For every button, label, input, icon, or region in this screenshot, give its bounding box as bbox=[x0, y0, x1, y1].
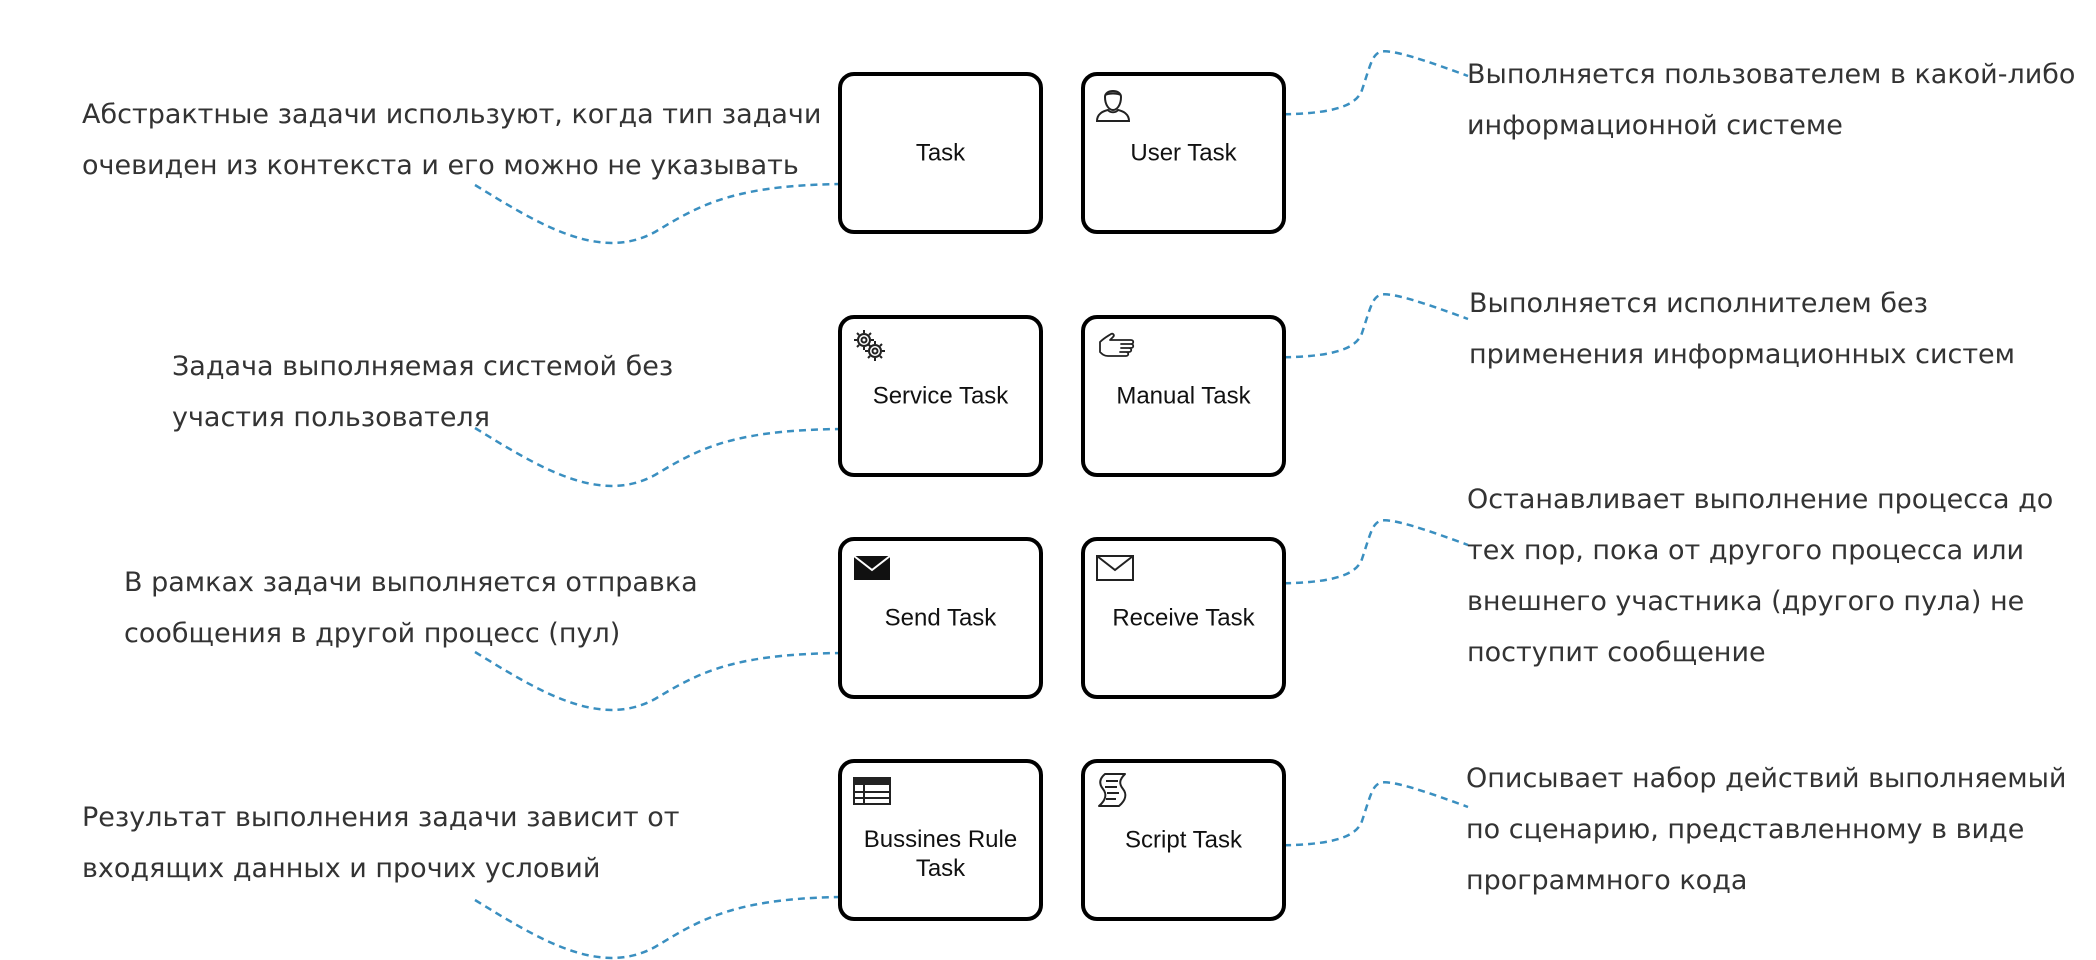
annotation-service-task-line-1: Задача выполняемая системой без bbox=[172, 351, 674, 382]
annotation-manual-task-line-1: Выполняется исполнителем без bbox=[1469, 288, 1928, 319]
user-task-label: User Task bbox=[1085, 139, 1282, 168]
task-label: Task bbox=[842, 139, 1039, 168]
user-icon bbox=[1095, 90, 1131, 122]
business-rule-task-label: Bussines Rule Task bbox=[842, 825, 1039, 883]
connector-service-task bbox=[474, 426, 860, 488]
annotation-user-task: Выполняется пользователем в какой-либо и… bbox=[1467, 49, 2075, 151]
service-task-box: Service Task bbox=[838, 315, 1043, 477]
annotation-task: Абстрактные задачи используют, когда тип… bbox=[82, 89, 821, 191]
gears-icon bbox=[854, 330, 885, 361]
annotation-send-task-line-1: В рамках задачи выполняется отправка bbox=[124, 567, 698, 598]
script-task-label: Script Task bbox=[1085, 826, 1282, 855]
connector-send-task bbox=[474, 650, 860, 712]
annotation-script-task-line-2: по сценарию, представленному в виде bbox=[1466, 814, 2025, 845]
task-label-line: Task bbox=[915, 139, 966, 167]
connector-script-task bbox=[1247, 781, 1469, 847]
annotation-receive-task-line-2: тех пор, пока от другого процесса или bbox=[1467, 535, 2025, 566]
annotation-user-task-line-2: информационной системе bbox=[1467, 110, 1843, 141]
annotation-script-task-line-3: программного кода bbox=[1466, 865, 1748, 896]
annotation-send-task: В рамках задачи выполняется отправка соо… bbox=[124, 557, 698, 659]
annotation-receive-task-line-4: поступит сообщение bbox=[1467, 637, 1766, 668]
business-rule-task-label-line-1: Bussines Rule bbox=[863, 825, 1018, 853]
annotation-service-task: Задача выполняемая системой без участия … bbox=[172, 341, 673, 443]
business-rule-task-label-line-2: Task bbox=[915, 854, 966, 882]
connector-business-rule-task bbox=[474, 895, 860, 960]
receive-task-label: Receive Task bbox=[1085, 604, 1282, 633]
service-task-label: Service Task bbox=[842, 382, 1039, 411]
receive-task-box: Receive Task bbox=[1081, 537, 1286, 699]
annotation-business-rule-task-line-1: Результат выполнения задачи зависит от bbox=[82, 802, 680, 833]
manual-task-label: Manual Task bbox=[1085, 382, 1282, 411]
business-rule-task-box: Bussines Rule Task bbox=[838, 759, 1043, 921]
send-task-label-line: Send Task bbox=[884, 604, 997, 632]
connector-manual-task bbox=[1247, 293, 1469, 359]
service-task-label-line: Service Task bbox=[872, 382, 1009, 410]
send-task-label: Send Task bbox=[842, 604, 1039, 633]
annotation-receive-task-line-1: Останавливает выполнение процесса до bbox=[1467, 484, 2054, 515]
manual-task-label-line: Manual Task bbox=[1116, 382, 1251, 410]
annotation-manual-task-line-2: применения информационных систем bbox=[1469, 339, 2016, 370]
script-task-box: Script Task bbox=[1081, 759, 1286, 921]
receive-task-label-line: Receive Task bbox=[1112, 604, 1255, 632]
connector-receive-task bbox=[1247, 519, 1469, 585]
annotation-send-task-line-2: сообщения в другой процесс (пул) bbox=[124, 618, 621, 649]
envelope-outline-icon bbox=[1096, 555, 1134, 581]
script-task-label-line: Script Task bbox=[1125, 826, 1242, 854]
script-icon bbox=[1098, 773, 1127, 807]
annotation-service-task-line-2: участия пользователя bbox=[172, 402, 490, 433]
task-box: Task bbox=[838, 72, 1043, 234]
annotation-task-line-2: очевиден из контекста и его можно не ука… bbox=[82, 150, 799, 181]
annotation-business-rule-task-line-2: входящих данных и прочих условий bbox=[82, 853, 601, 884]
connector-task bbox=[474, 182, 860, 245]
hand-icon bbox=[1099, 332, 1135, 357]
annotation-task-line-1: Абстрактные задачи используют, когда тип… bbox=[82, 99, 822, 130]
envelope-filled-icon bbox=[853, 555, 891, 580]
user-task-box: User Task bbox=[1081, 72, 1286, 234]
annotation-script-task-line-1: Описывает набор действий выполняемый bbox=[1466, 763, 2067, 794]
manual-task-box: Manual Task bbox=[1081, 315, 1286, 477]
connector-user-task bbox=[1247, 50, 1469, 116]
annotation-receive-task-line-3: внешнего участника (другого пула) не bbox=[1467, 586, 2025, 617]
table-icon bbox=[853, 777, 891, 805]
annotation-script-task: Описывает набор действий выполняемый по … bbox=[1466, 753, 2066, 906]
annotation-business-rule-task: Результат выполнения задачи зависит от в… bbox=[82, 792, 679, 894]
annotation-manual-task: Выполняется исполнителем без применения … bbox=[1469, 278, 2015, 380]
user-task-label-line: User Task bbox=[1130, 139, 1237, 167]
send-task-box: Send Task bbox=[838, 537, 1043, 699]
annotation-receive-task: Останавливает выполнение процесса до тех… bbox=[1467, 474, 2053, 678]
annotation-user-task-line-1: Выполняется пользователем в какой-либо bbox=[1467, 59, 2076, 90]
